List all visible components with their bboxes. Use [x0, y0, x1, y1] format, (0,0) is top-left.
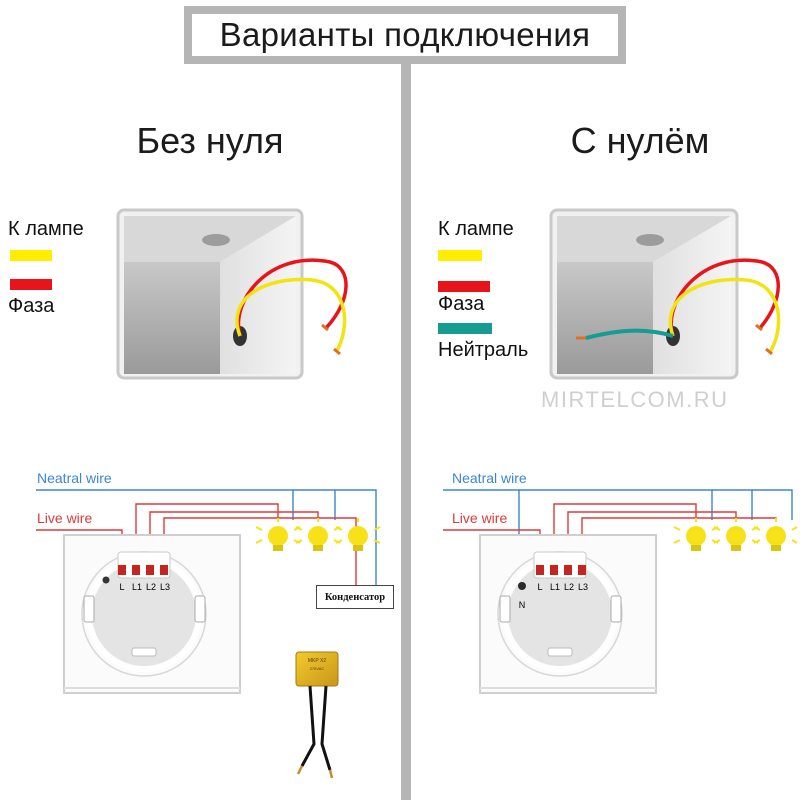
bulb-icon	[335, 518, 381, 551]
page-title: Варианты подключения	[219, 16, 591, 53]
legend-phase-left: Фаза	[8, 295, 55, 317]
legend-lamp-swatch-right	[438, 250, 482, 261]
switch-diagram-right: N L L1 L2 L3	[443, 489, 798, 694]
capacitor-icon: MKP X2 275VAC	[295, 651, 339, 779]
capacitor-label: Конденсатор	[316, 585, 394, 609]
right-heading: С нулём	[570, 120, 710, 161]
svg-text:275VAC: 275VAC	[310, 666, 325, 671]
terminal-N-right: N	[519, 600, 526, 610]
live-wire-label-right: Live wire	[452, 510, 508, 526]
bulb-icon	[753, 518, 798, 551]
legend-neutral-swatch-right	[438, 323, 492, 334]
terminal-L-right: L	[537, 582, 542, 592]
watermark: MIRTELCOM.RU	[541, 387, 729, 412]
neutral-wire-label-left: Neatral wire	[37, 470, 112, 486]
legend-lamp-right: К лампе	[438, 218, 514, 240]
svg-text:MKP X2: MKP X2	[308, 658, 326, 664]
terminal-L1-left: L1	[132, 582, 142, 592]
left-heading: Без нуля	[136, 120, 284, 161]
terminal-L3-left: L3	[160, 582, 170, 592]
bulb-icon	[255, 518, 301, 551]
live-wire-label-left: Live wire	[37, 510, 93, 526]
wall-box-right	[549, 208, 781, 380]
terminal-L-left: L	[119, 582, 124, 592]
capacitor-label-text: Конденсатор	[324, 591, 386, 603]
neutral-wire-label-right: Neatral wire	[452, 470, 527, 486]
legend-lamp-left: К лампе	[8, 218, 84, 240]
bulb-icon	[673, 518, 719, 551]
legend-phase-right: Фаза	[438, 293, 485, 315]
center-divider	[401, 62, 411, 800]
terminal-L1-right: L1	[550, 582, 560, 592]
switch-diagram-left: L L1 L2 L3 MKP X2 275VAC	[36, 489, 381, 779]
terminal-L3-right: L3	[578, 582, 588, 592]
wall-box-left	[116, 208, 348, 380]
terminal-L2-right: L2	[564, 582, 574, 592]
title-box: Варианты подключения	[184, 6, 626, 64]
bulb-icon	[295, 518, 341, 551]
terminal-L2-left: L2	[146, 582, 156, 592]
bulb-icon	[713, 518, 759, 551]
neutral-wire-right	[585, 328, 674, 340]
legend-phase-swatch-left	[10, 279, 52, 290]
lamp-wire-left	[235, 277, 347, 353]
lamp-wire-right	[668, 277, 781, 353]
legend-neutral-right: Нейтраль	[438, 339, 529, 361]
legend-phase-swatch-right	[438, 281, 490, 292]
legend-lamp-swatch-left	[10, 250, 52, 261]
